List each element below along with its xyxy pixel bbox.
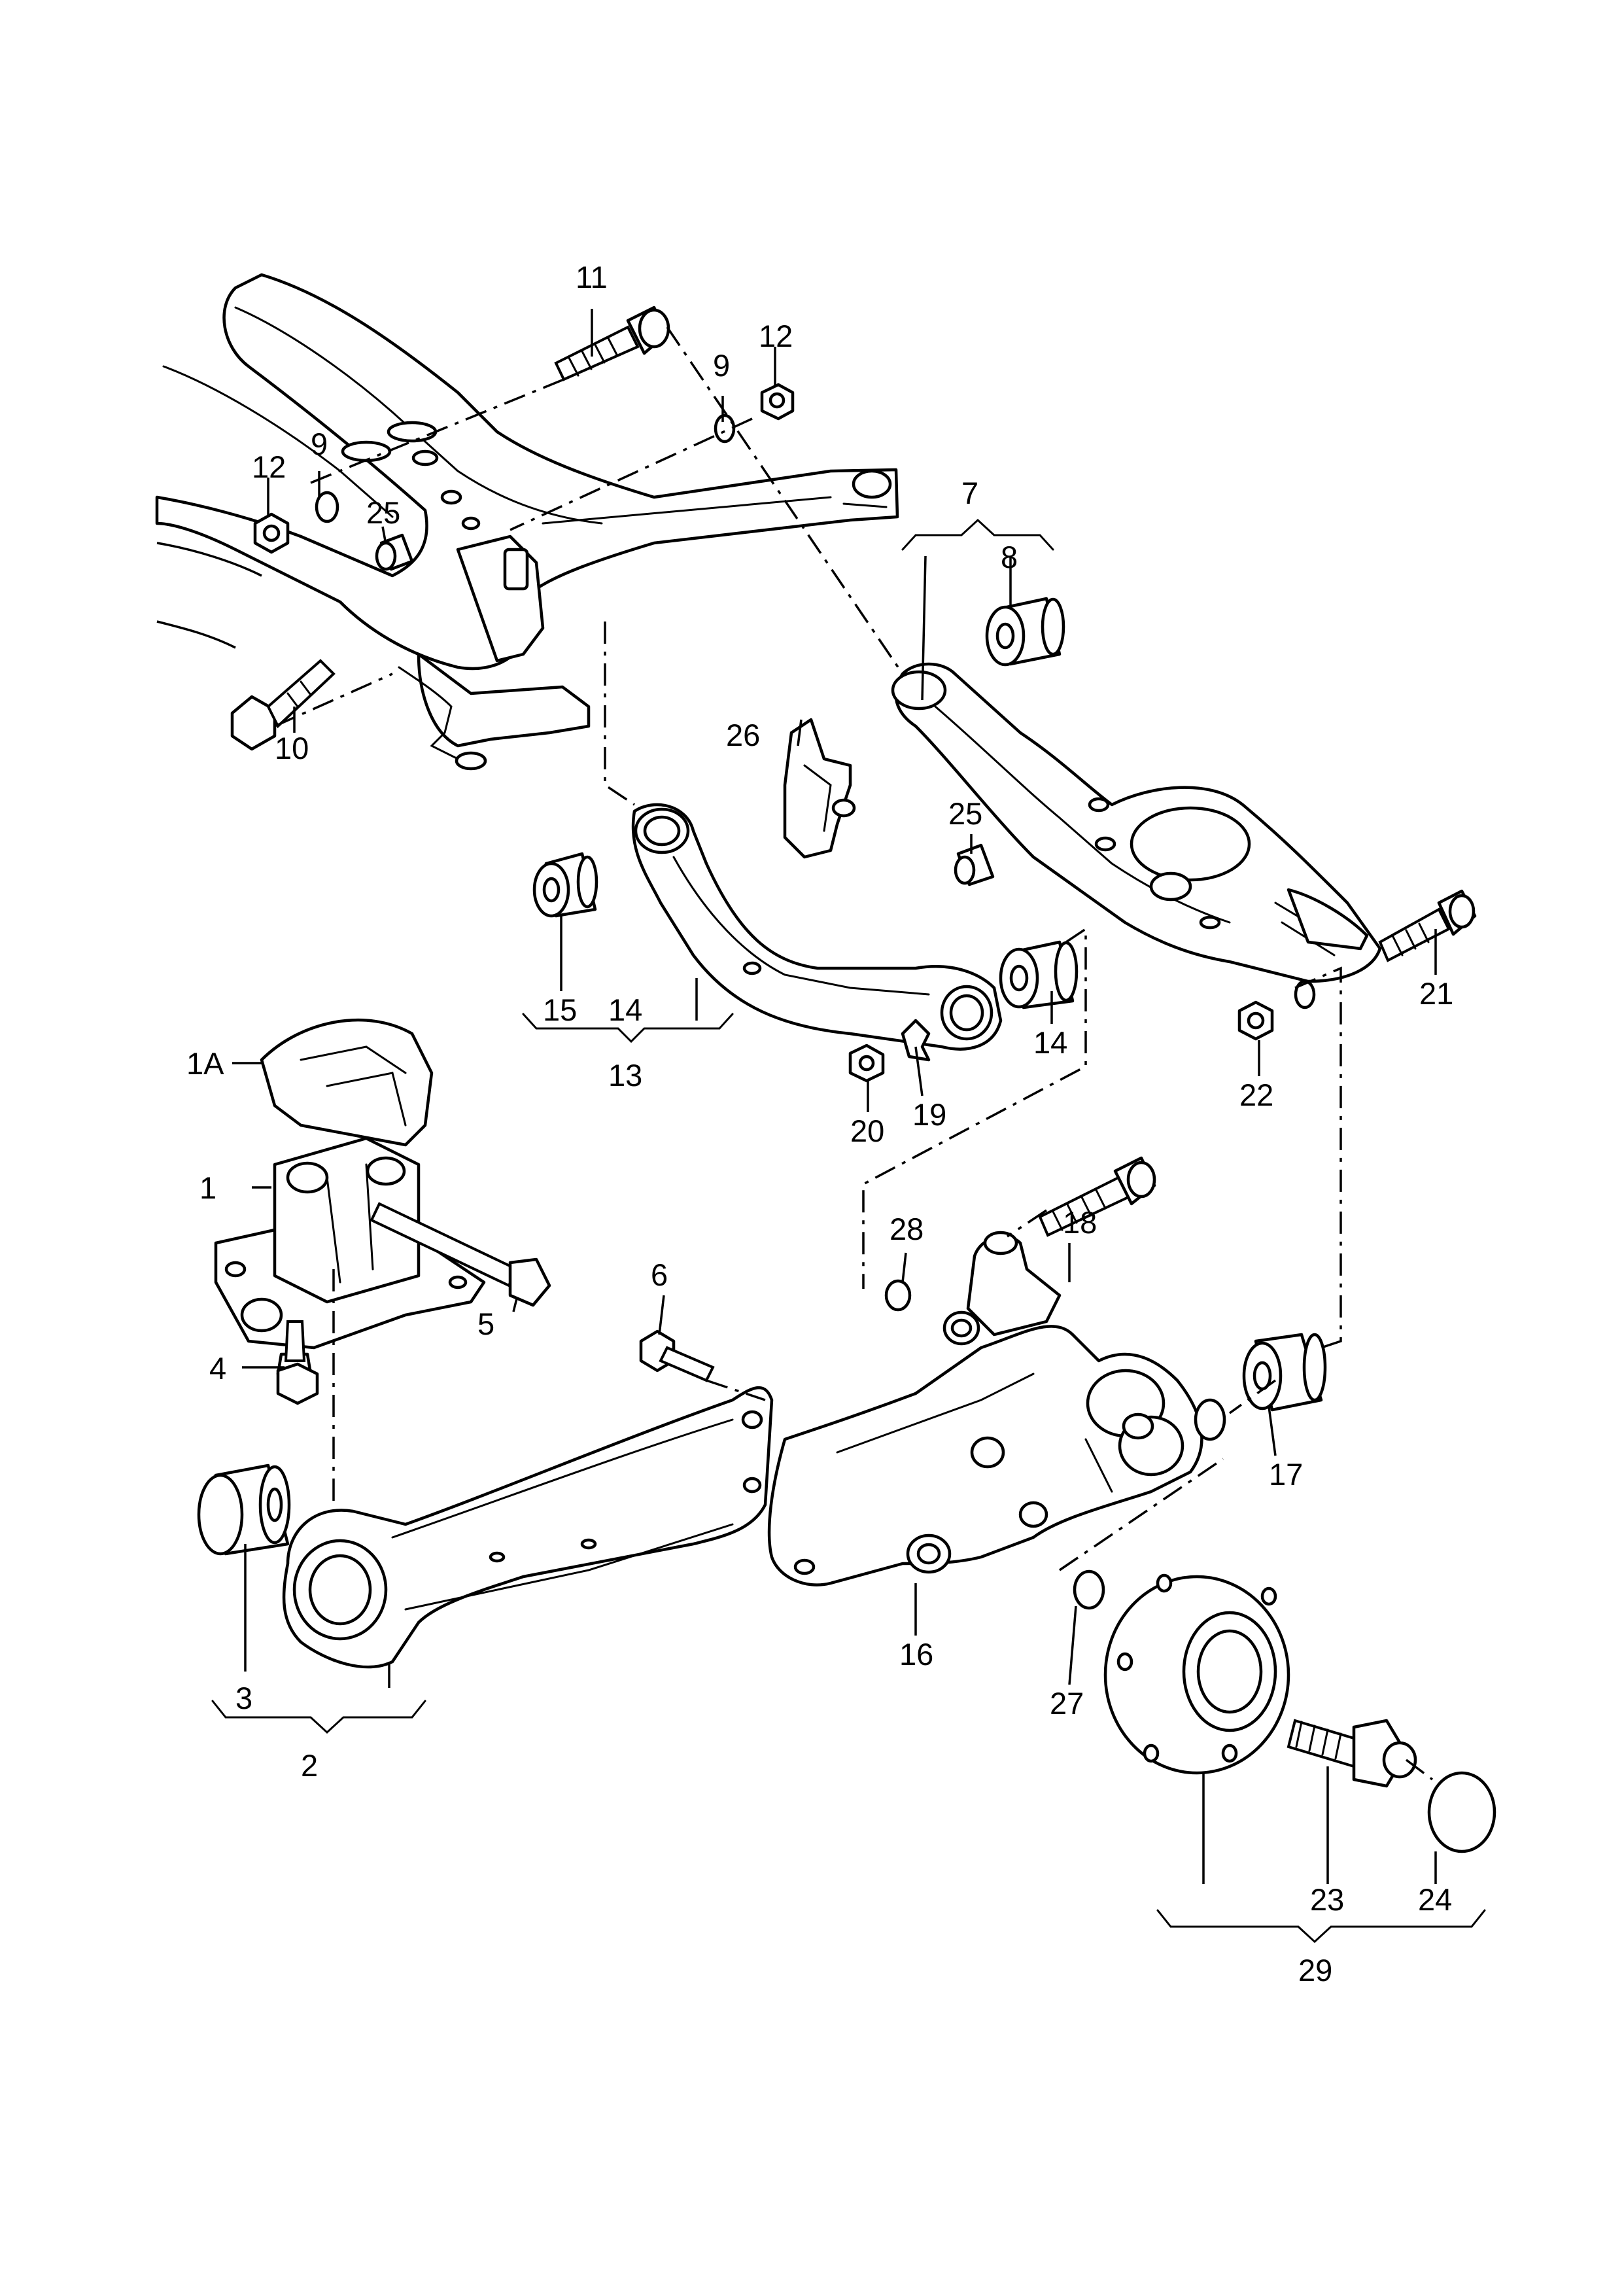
assembly-leader-lines — [274, 326, 1434, 1781]
callout-16: 16 — [899, 1637, 933, 1672]
wheel-hub — [1103, 1573, 1290, 1775]
nut-12-right — [760, 383, 795, 421]
callout-14-left: 14 — [608, 992, 642, 1027]
trailing-arm — [282, 1386, 774, 1669]
washer-9-right — [714, 413, 736, 444]
bolt-4 — [276, 1320, 319, 1405]
callout-23: 23 — [1310, 1882, 1344, 1917]
callout-24: 24 — [1418, 1882, 1452, 1917]
o-ring-27 — [1073, 1569, 1105, 1610]
callout-20: 20 — [850, 1113, 884, 1148]
callout-22: 22 — [1239, 1077, 1273, 1112]
wheel-carrier — [767, 1231, 1226, 1586]
callout-9-left: 9 — [311, 427, 328, 461]
lower-control-arm — [891, 662, 1382, 983]
washer-19 — [901, 1019, 931, 1062]
callout-25-right: 25 — [948, 796, 982, 831]
callout-15: 15 — [543, 992, 577, 1027]
bolt-11 — [554, 306, 670, 381]
bushing-14 — [999, 940, 1079, 1009]
callout-1: 1 — [199, 1170, 216, 1205]
callout-29: 29 — [1298, 1953, 1332, 1988]
bolt-6 — [639, 1329, 715, 1382]
bushing-3 — [197, 1463, 291, 1556]
callout-8: 8 — [1001, 540, 1018, 574]
washer-28 — [884, 1279, 912, 1312]
callout-28: 28 — [890, 1212, 924, 1246]
bushing-8 — [985, 597, 1065, 667]
sleeve-25-right — [954, 843, 995, 886]
callout-13: 13 — [608, 1058, 642, 1093]
nut-20 — [848, 1043, 885, 1083]
bracket-26 — [783, 718, 856, 859]
cap-24 — [1427, 1771, 1496, 1853]
upper-control-arm — [631, 803, 1003, 1051]
callout-1a: 1A — [186, 1046, 224, 1081]
callout-2: 2 — [301, 1748, 318, 1783]
bushing-17 — [1242, 1333, 1327, 1412]
bolt-23 — [1287, 1719, 1417, 1788]
rear-subframe — [155, 273, 899, 771]
washer-9-left — [315, 491, 339, 523]
callout-26: 26 — [726, 718, 760, 752]
sleeve-25-left — [375, 533, 414, 571]
callout-7: 7 — [961, 476, 978, 510]
callout-27: 27 — [1050, 1686, 1084, 1721]
callout-leaders — [211, 309, 1486, 1944]
callout-12-left: 12 — [252, 449, 286, 484]
callout-18: 18 — [1063, 1205, 1097, 1240]
callout-25-left: 25 — [366, 495, 400, 530]
bolt-5 — [370, 1202, 551, 1307]
callout-3: 3 — [235, 1681, 252, 1715]
nut-12-left — [253, 512, 290, 554]
bolt-10 — [230, 659, 336, 751]
callout-9-right: 9 — [713, 348, 730, 383]
callout-21: 21 — [1419, 976, 1453, 1011]
bolt-18 — [1038, 1156, 1156, 1237]
callout-5: 5 — [477, 1306, 494, 1341]
washer-22 — [1294, 979, 1316, 1009]
cover-1a — [260, 1018, 434, 1147]
callout-17: 17 — [1269, 1457, 1303, 1492]
nut-22 — [1237, 1000, 1274, 1041]
callout-12-right: 12 — [759, 319, 793, 353]
callout-4: 4 — [209, 1351, 226, 1386]
bracket-1 — [214, 1136, 486, 1350]
bushing-15 — [532, 852, 598, 918]
callout-labels: 11 12 9 12 9 25 10 7 8 26 25 21 22 15 14… — [186, 260, 1453, 1988]
callout-14-right: 14 — [1033, 1025, 1067, 1060]
callout-19: 19 — [912, 1097, 946, 1132]
callout-11: 11 — [576, 260, 608, 294]
callout-6: 6 — [651, 1257, 668, 1292]
callout-10: 10 — [275, 731, 309, 765]
bolt-21 — [1378, 889, 1477, 962]
